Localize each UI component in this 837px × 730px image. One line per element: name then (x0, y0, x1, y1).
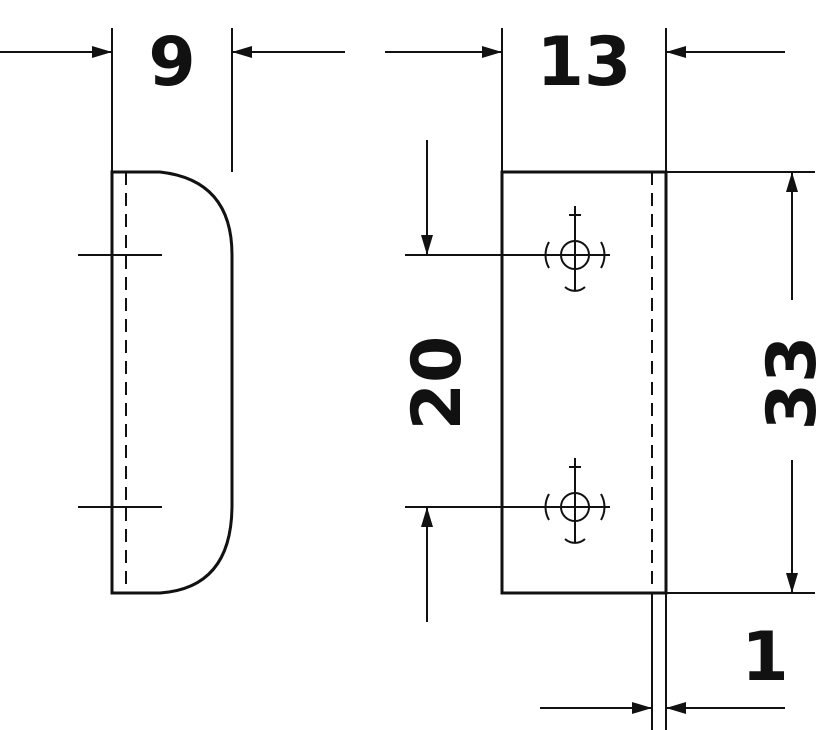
front-view (500, 170, 668, 595)
dimension-height (666, 171, 815, 594)
dimension-hole-spacing (405, 140, 541, 622)
front-view-plate (500, 170, 668, 595)
side-view (78, 170, 234, 595)
dimension-label-height: 33 (753, 336, 832, 431)
screw-hole-bottom (541, 458, 610, 544)
dimension-side-width (0, 28, 345, 172)
side-view-profile (110, 170, 234, 595)
dimension-front-width (385, 28, 785, 172)
dimension-label-hole-spacing: 20 (398, 336, 477, 431)
dimension-label-front-width: 13 (537, 23, 632, 102)
dimension-label-side-width: 9 (148, 23, 195, 102)
screw-hole-top (541, 206, 610, 292)
dimension-label-offset: 1 (741, 618, 788, 697)
dimension-offset (540, 593, 785, 730)
